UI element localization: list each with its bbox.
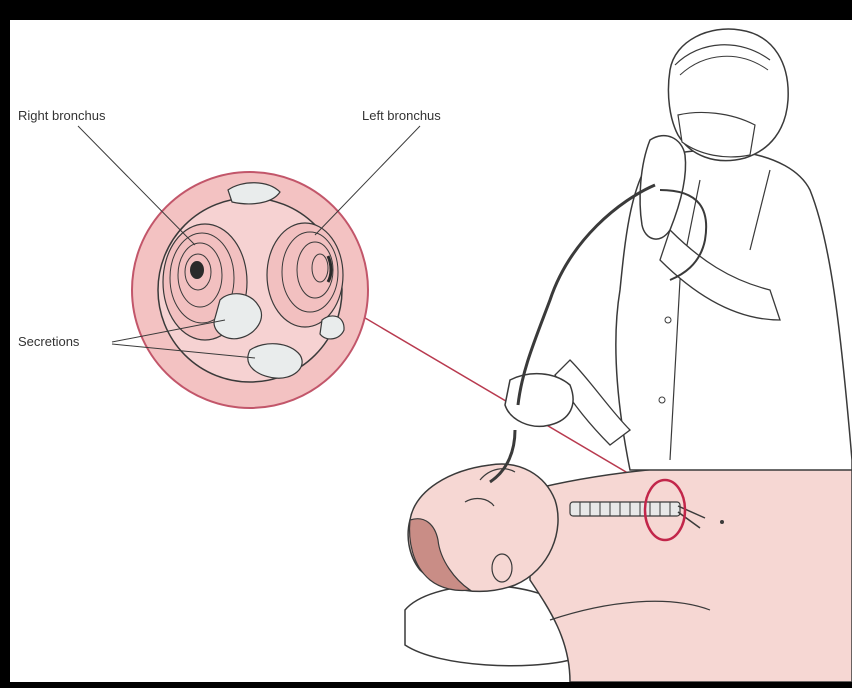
illustration-canvas: Right bronchus Left bronchus Secretions bbox=[10, 20, 852, 682]
label-secretions: Secretions bbox=[18, 334, 80, 349]
left-bronchus-opening bbox=[267, 223, 343, 327]
patient-torso bbox=[530, 464, 852, 682]
gloved-hand-lower bbox=[505, 374, 573, 427]
leader-left-bronchus bbox=[315, 126, 420, 235]
secretion-blob bbox=[320, 316, 344, 339]
doctor-figure bbox=[505, 29, 852, 470]
nipple-mark bbox=[720, 520, 724, 524]
leader-right-bronchus bbox=[78, 126, 195, 245]
label-left-bronchus: Left bronchus bbox=[362, 108, 441, 123]
label-right-bronchus: Right bronchus bbox=[18, 108, 106, 123]
bronchoscopy-illustration: Right bronchus Left bronchus Secretions bbox=[10, 20, 852, 682]
magnified-view bbox=[132, 172, 368, 408]
patient-ear bbox=[492, 554, 512, 582]
